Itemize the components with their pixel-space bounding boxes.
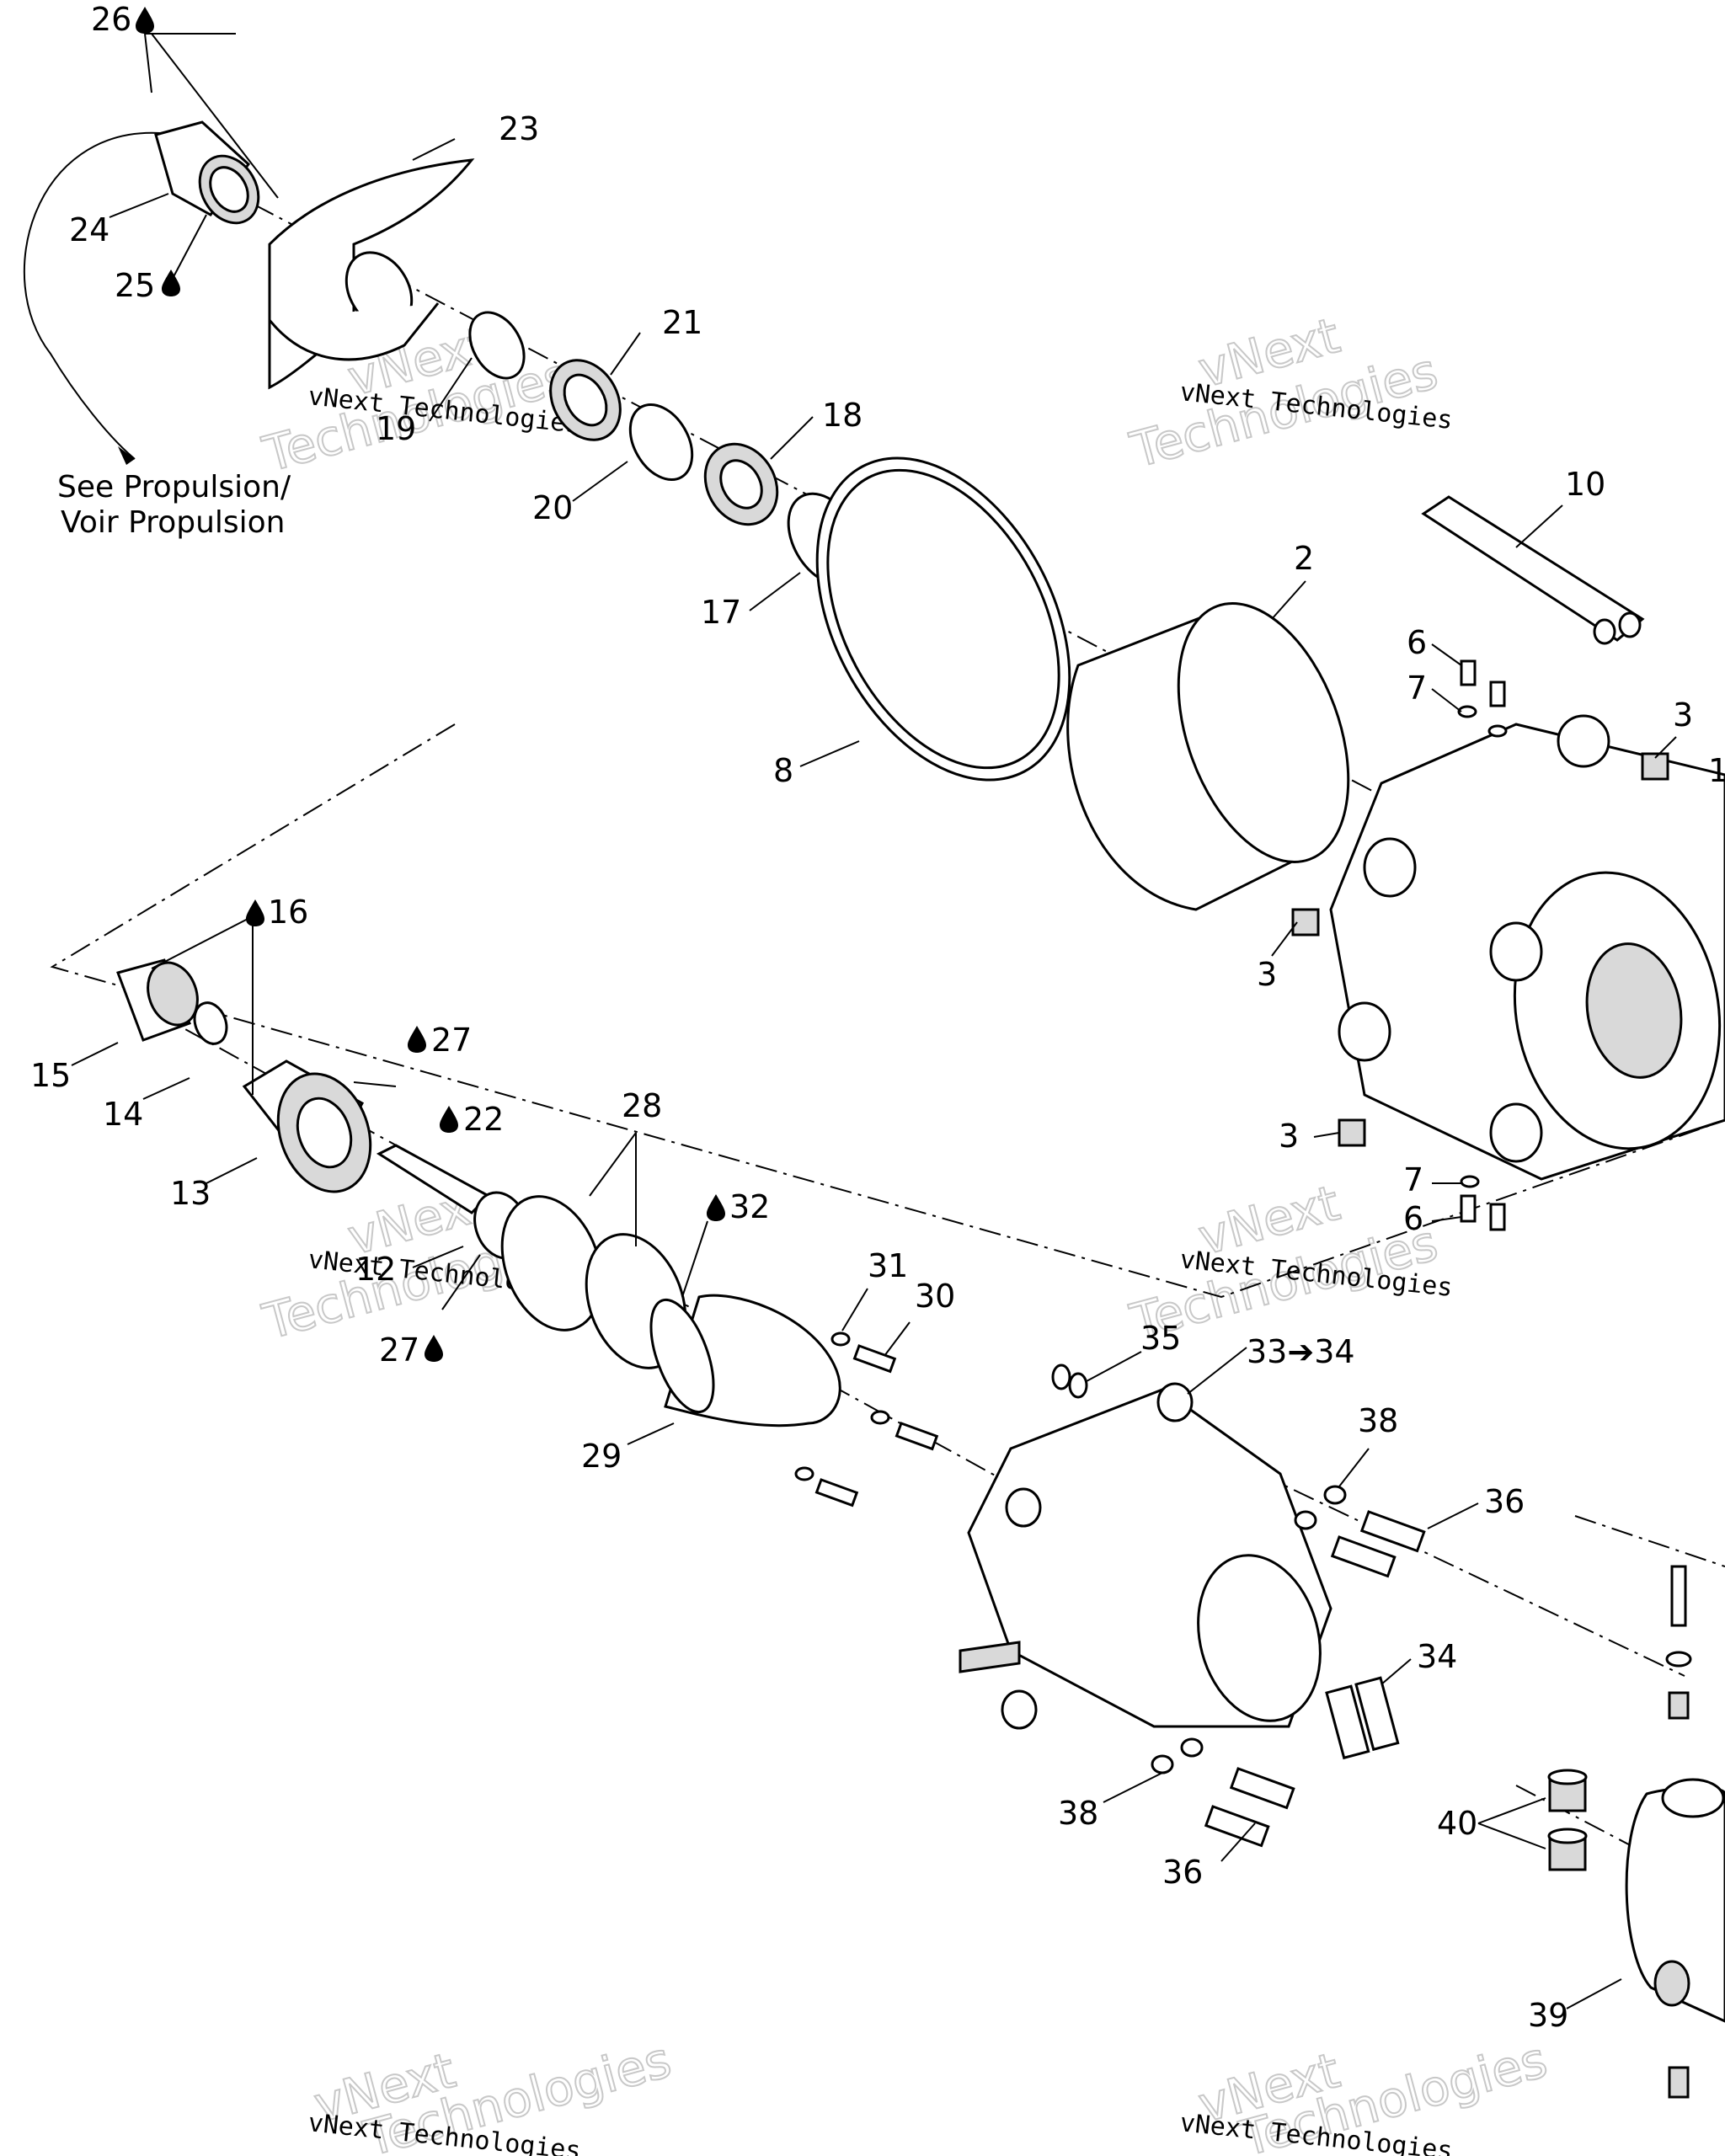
- part-oring-14: [193, 1001, 228, 1045]
- label-18: 18: [822, 397, 862, 434]
- propulsion-arrow: [23, 131, 161, 460]
- label-19: 19: [376, 410, 416, 447]
- label-3-bottom: 3: [1279, 1118, 1299, 1155]
- part-oring-20: [628, 403, 694, 482]
- oil-drop-icon: [136, 7, 154, 34]
- label-27-bottom: 27: [379, 1331, 419, 1369]
- oil-drop-icon: [246, 899, 264, 926]
- oil-drop-icon: [425, 1335, 443, 1362]
- label-17: 17: [701, 594, 741, 631]
- oil-drop-icon: [440, 1106, 458, 1133]
- part-bearing-13: [242, 1059, 372, 1193]
- label-26: 26: [91, 1, 131, 38]
- label-32: 32: [729, 1188, 770, 1225]
- label-28: 28: [622, 1087, 662, 1124]
- label-27-top: 27: [431, 1022, 472, 1059]
- label-23: 23: [499, 110, 539, 147]
- label-31: 31: [868, 1247, 908, 1284]
- part-sleeves-34: [1325, 1676, 1400, 1760]
- label-30: 30: [915, 1278, 955, 1315]
- oil-drop-icon: [162, 270, 180, 296]
- label-40: 40: [1437, 1805, 1477, 1842]
- part-pump-housing-1: [1329, 714, 1725, 1181]
- part-spacer-15: [116, 958, 199, 1042]
- label-38-top: 38: [1358, 1402, 1398, 1439]
- part-bushings-40: [1547, 1769, 1588, 1871]
- part-labels: 26 23 24 25 21 19 20 18 17 8 2 10 6 7 3 …: [30, 1, 1725, 2034]
- part-circlip: [468, 311, 526, 380]
- part-large-ring-8: [815, 456, 1071, 782]
- part-seal-18: [703, 442, 779, 526]
- label-3-top: 3: [1673, 696, 1693, 734]
- label-6-bottom: 6: [1403, 1200, 1423, 1237]
- oil-drop-icon: [408, 1026, 426, 1053]
- part-impeller: [268, 158, 475, 390]
- label-34: 34: [1417, 1638, 1457, 1675]
- label-2: 2: [1294, 540, 1314, 577]
- label-8: 8: [773, 752, 793, 789]
- part-cone-29: [649, 1294, 841, 1428]
- label-10: 10: [1565, 466, 1605, 503]
- label-36-bottom: 36: [1162, 1854, 1203, 1891]
- part-screws-30: [794, 1331, 939, 1508]
- label-24: 24: [69, 211, 109, 248]
- part-bolts-36-bottom: [1151, 1737, 1295, 1848]
- label-16: 16: [268, 894, 308, 931]
- label-38-bottom: 38: [1058, 1795, 1098, 1832]
- label-7-top: 7: [1407, 670, 1427, 707]
- part-wear-ring-2: [1066, 602, 1350, 911]
- note-line-2: Voir Propulsion: [61, 505, 285, 540]
- label-22: 22: [463, 1101, 504, 1138]
- label-39: 39: [1528, 1997, 1568, 2034]
- label-20: 20: [532, 489, 573, 526]
- propulsion-reference-note: See Propulsion/ Voir Propulsion: [57, 470, 291, 540]
- part-nozzle-cap: [154, 120, 260, 225]
- label-7-bottom: 7: [1403, 1161, 1423, 1198]
- leader-lines: [71, 33, 1677, 2009]
- propulsion-arrowhead: [118, 446, 135, 465]
- part-bolts-36-top: [1294, 1485, 1426, 1578]
- label-21: 21: [662, 304, 702, 341]
- watermark-bottom-right: vNext Technologies vNext Technologies: [1178, 2030, 1553, 2156]
- label-13: 13: [170, 1175, 211, 1212]
- label-3-middle: 3: [1257, 956, 1277, 993]
- label-36-top: 36: [1484, 1483, 1525, 1520]
- label-1: 1: [1708, 752, 1725, 789]
- watermark-bottom-left: vNext Technologies vNext Technologies: [307, 2030, 677, 2156]
- label-25: 25: [115, 267, 155, 304]
- part-steering-39: [1625, 1565, 1725, 2099]
- label-14: 14: [103, 1096, 143, 1133]
- part-bar-10: [1421, 495, 1645, 645]
- note-line-1: See Propulsion/: [57, 470, 291, 504]
- label-12: 12: [355, 1251, 396, 1288]
- oil-drop-icon: [707, 1194, 725, 1221]
- part-seal-21: [549, 359, 622, 441]
- label-6-top: 6: [1407, 624, 1427, 661]
- label-15: 15: [30, 1057, 71, 1094]
- part-venturi-33: [959, 1364, 1332, 1730]
- label-33-to-34: 33➔34: [1247, 1333, 1355, 1370]
- label-35: 35: [1140, 1320, 1181, 1357]
- label-29: 29: [581, 1438, 622, 1475]
- watermark-top-right: vNext Technologies vNext Technologies: [1124, 306, 1454, 480]
